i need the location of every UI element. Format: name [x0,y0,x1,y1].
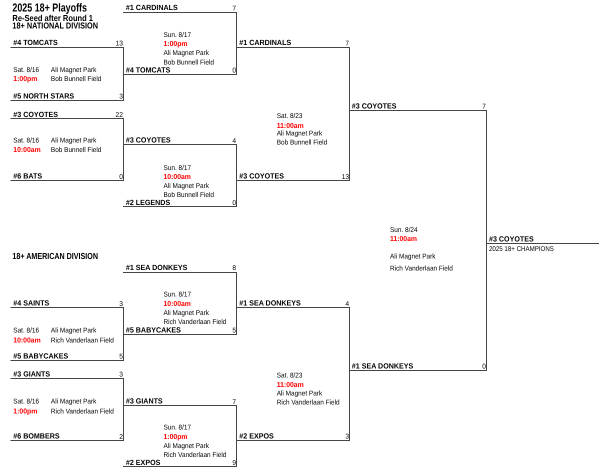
svg-text:0: 0 [232,68,236,75]
svg-text:Sun. 8/17: Sun. 8/17 [164,291,192,299]
svg-text:0: 0 [232,200,236,207]
svg-text:#5 BABYCAKES: #5 BABYCAKES [13,351,68,360]
svg-text:Rich Vanderlaan Field: Rich Vanderlaan Field [390,264,453,272]
svg-text:13: 13 [342,174,349,181]
svg-text:18+ NATIONAL DIVISION: 18+ NATIONAL DIVISION [12,21,98,31]
svg-text:#3 COYOTES: #3 COYOTES [489,235,534,244]
svg-text:1:00pm: 1:00pm [164,432,188,441]
svg-text:0: 0 [119,174,123,181]
svg-text:7: 7 [482,104,486,111]
svg-text:0: 0 [482,364,486,371]
svg-text:Sun. 8/24: Sun. 8/24 [390,226,418,234]
svg-text:Sat. 8/23: Sat. 8/23 [277,371,303,379]
svg-text:#3 GIANTS: #3 GIANTS [13,370,50,379]
svg-text:#3 COYOTES: #3 COYOTES [126,136,171,145]
svg-text:#3 COYOTES: #3 COYOTES [239,172,284,181]
svg-text:Rich Vanderlaan Field: Rich Vanderlaan Field [277,398,340,406]
svg-text:18+ AMERICAN DIVISION: 18+ AMERICAN DIVISION [12,251,98,261]
svg-text:1:00pm: 1:00pm [13,406,37,415]
svg-text:22: 22 [116,112,123,119]
svg-text:Ali Magnet Park: Ali Magnet Park [51,66,97,74]
svg-text:2: 2 [119,434,123,441]
svg-text:5: 5 [232,328,236,335]
svg-text:2025 18+ Playoffs: 2025 18+ Playoffs [12,2,87,15]
svg-text:Sun. 8/17: Sun. 8/17 [164,424,192,432]
svg-text:13: 13 [116,40,123,47]
svg-text:#1 SEA DONKEYS: #1 SEA DONKEYS [352,361,414,370]
svg-text:#4 SAINTS: #4 SAINTS [13,299,49,308]
svg-text:10:00am: 10:00am [13,335,40,344]
svg-text:Bob Bunnell Field: Bob Bunnell Field [164,58,215,66]
svg-text:Ali Magnet Park: Ali Magnet Park [51,137,97,145]
svg-text:Ali Magnet Park: Ali Magnet Park [164,182,210,190]
svg-text:7: 7 [232,399,236,406]
svg-text:4: 4 [232,138,236,145]
svg-text:Sun. 8/17: Sun. 8/17 [164,31,192,39]
svg-text:#2 EXPOS: #2 EXPOS [239,432,273,441]
svg-text:#1 SEA DONKEYS: #1 SEA DONKEYS [239,299,300,308]
svg-text:#2 EXPOS: #2 EXPOS [126,458,160,467]
svg-text:Sun. 8/17: Sun. 8/17 [164,164,192,172]
svg-text:3: 3 [119,94,123,101]
svg-text:Ali Magnet Park: Ali Magnet Park [164,442,210,450]
svg-text:3: 3 [345,434,349,441]
svg-text:#1 CARDINALS: #1 CARDINALS [126,3,178,12]
svg-text:#4 TOMCATS: #4 TOMCATS [13,38,58,47]
svg-text:Ali Magnet Park: Ali Magnet Park [164,49,210,57]
svg-text:Sat. 8/16: Sat. 8/16 [13,326,39,334]
svg-text:#5 NORTH STARS: #5 NORTH STARS [13,92,74,101]
svg-text:1:00pm: 1:00pm [13,74,37,83]
svg-text:#4 TOMCATS: #4 TOMCATS [126,66,170,75]
svg-text:Bob Bunnell Field: Bob Bunnell Field [164,191,215,199]
svg-text:2025 18+ CHAMPIONS: 2025 18+ CHAMPIONS [489,246,554,253]
svg-text:#1 SEA DONKEYS: #1 SEA DONKEYS [126,263,187,272]
svg-text:#3 GIANTS: #3 GIANTS [126,397,163,406]
svg-text:3: 3 [119,301,123,308]
svg-text:7: 7 [232,5,236,12]
svg-text:4: 4 [345,301,349,308]
svg-text:8: 8 [232,265,236,272]
svg-text:Sat. 8/23: Sat. 8/23 [277,112,303,120]
svg-text:Rich Vanderlaan Field: Rich Vanderlaan Field [164,451,227,459]
svg-text:Sat. 8/16: Sat. 8/16 [13,66,39,74]
svg-text:Rich Vanderlaan Field: Rich Vanderlaan Field [51,336,114,344]
svg-text:Ali Magnet Park: Ali Magnet Park [390,253,436,261]
svg-text:Ali Magnet Park: Ali Magnet Park [164,309,210,317]
svg-text:Re-Seed after Round 1: Re-Seed after Round 1 [12,13,93,23]
svg-text:Ali Magnet Park: Ali Magnet Park [51,397,97,405]
svg-text:#3 COYOTES: #3 COYOTES [352,101,397,110]
svg-text:Sat. 8/16: Sat. 8/16 [13,397,39,405]
svg-text:5: 5 [119,354,123,361]
svg-text:11:00am: 11:00am [277,121,304,130]
svg-text:Rich Vanderlaan Field: Rich Vanderlaan Field [51,407,114,415]
svg-text:1:00pm: 1:00pm [164,39,188,48]
svg-text:#6 BATS: #6 BATS [13,172,42,181]
svg-text:10:00am: 10:00am [13,145,40,154]
svg-text:#1 CARDINALS: #1 CARDINALS [239,38,291,47]
svg-text:Rich Vanderlaan Field: Rich Vanderlaan Field [164,318,227,326]
svg-text:3: 3 [119,372,123,379]
svg-text:#2 LEGENDS: #2 LEGENDS [126,198,170,207]
svg-text:9: 9 [232,460,236,467]
svg-text:10:00am: 10:00am [164,299,191,308]
svg-text:7: 7 [345,40,349,47]
svg-text:Ali Magnet Park: Ali Magnet Park [277,389,323,397]
svg-text:Sat. 8/16: Sat. 8/16 [13,137,39,145]
svg-text:Ali Magnet Park: Ali Magnet Park [277,130,323,138]
svg-text:11:00am: 11:00am [390,234,417,243]
svg-text:#3 COYOTES: #3 COYOTES [13,110,58,119]
svg-text:#6 BOMBERS: #6 BOMBERS [13,432,59,441]
svg-text:Bob Bunnell Field: Bob Bunnell Field [277,139,328,147]
svg-text:Bob Bunnell Field: Bob Bunnell Field [51,75,102,83]
svg-text:10:00am: 10:00am [164,172,191,181]
svg-text:Bob Bunnell Field: Bob Bunnell Field [51,146,102,154]
svg-text:11:00am: 11:00am [277,380,304,389]
svg-text:#5 BABYCAKES: #5 BABYCAKES [126,326,181,335]
svg-text:Ali Magnet Park: Ali Magnet Park [51,326,97,334]
